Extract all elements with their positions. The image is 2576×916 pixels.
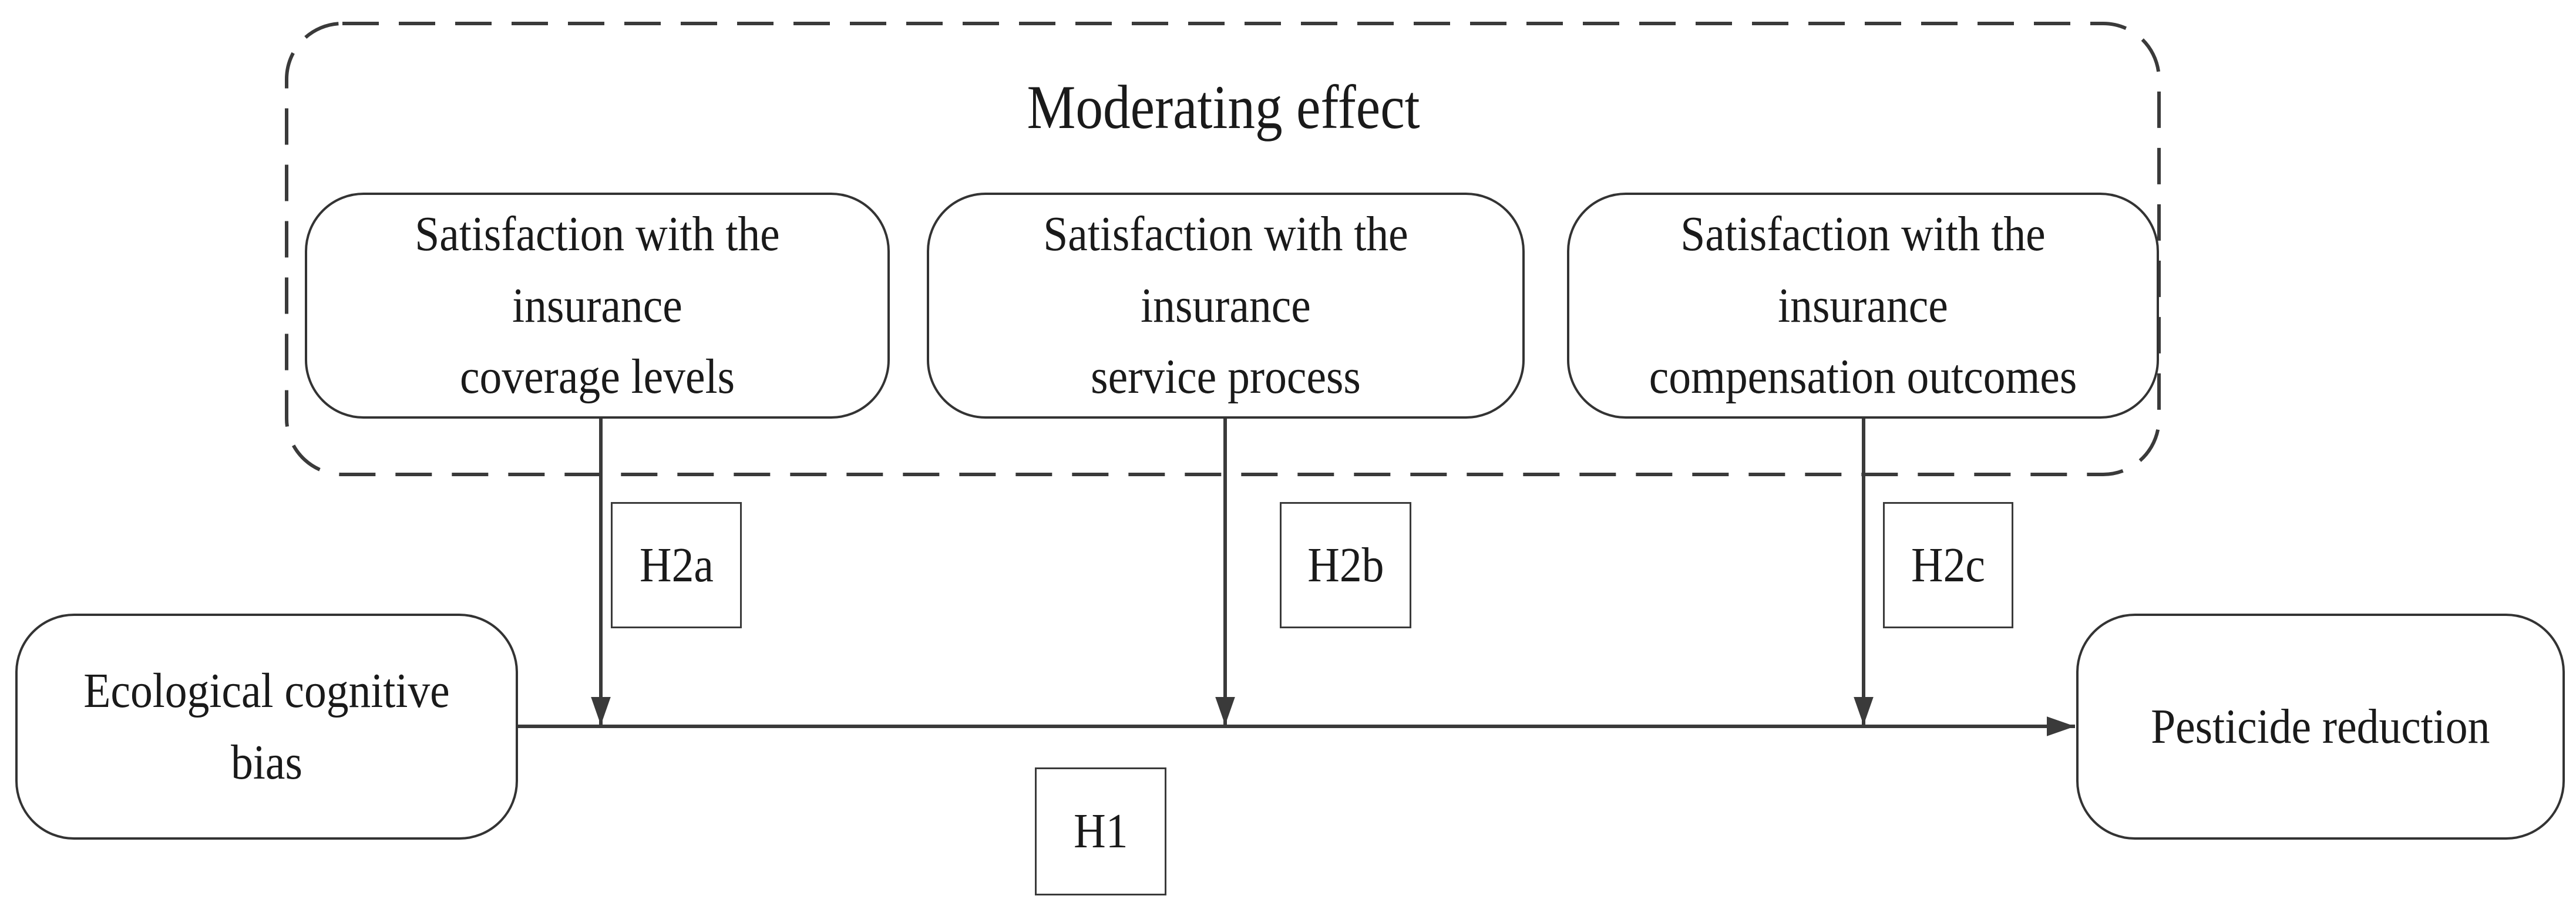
moderator-compensation-outcomes-label: Satisfaction with the insurance compensa… <box>1649 206 2077 405</box>
moderating-group-frame <box>285 22 2161 476</box>
moderator-coverage-levels-label: Satisfaction with the insurance coverage… <box>415 206 780 405</box>
moderator-compensation-outcomes: Satisfaction with the insurance compensa… <box>1567 193 2159 419</box>
hypothesis-h1-label: H1 <box>1035 767 1166 895</box>
hypothesis-h2a-label: H2a <box>611 502 742 628</box>
moderator-service-process: Satisfaction with the insurance service … <box>927 193 1525 419</box>
moderator-service-process-label: Satisfaction with the insurance service … <box>1043 206 1408 405</box>
moderating-group-title: Moderating effect <box>1027 73 1420 142</box>
independent-variable-label: Ecological cognitive bias <box>83 663 450 790</box>
independent-variable-node: Ecological cognitive bias <box>15 614 518 840</box>
hypothesis-h2c-text: H2c <box>1911 537 1985 592</box>
dependent-variable-label: Pesticide reduction <box>2151 699 2490 754</box>
hypothesis-h2c-label: H2c <box>1883 502 2013 628</box>
hypothesis-h1-text: H1 <box>1073 804 1128 858</box>
hypothesis-h2b-label: H2b <box>1280 502 1411 628</box>
moderator-coverage-levels: Satisfaction with the insurance coverage… <box>305 193 890 419</box>
hypothesis-h2b-text: H2b <box>1307 537 1384 592</box>
dependent-variable-node: Pesticide reduction <box>2076 614 2565 840</box>
hypothesis-h2a-text: H2a <box>639 537 714 592</box>
